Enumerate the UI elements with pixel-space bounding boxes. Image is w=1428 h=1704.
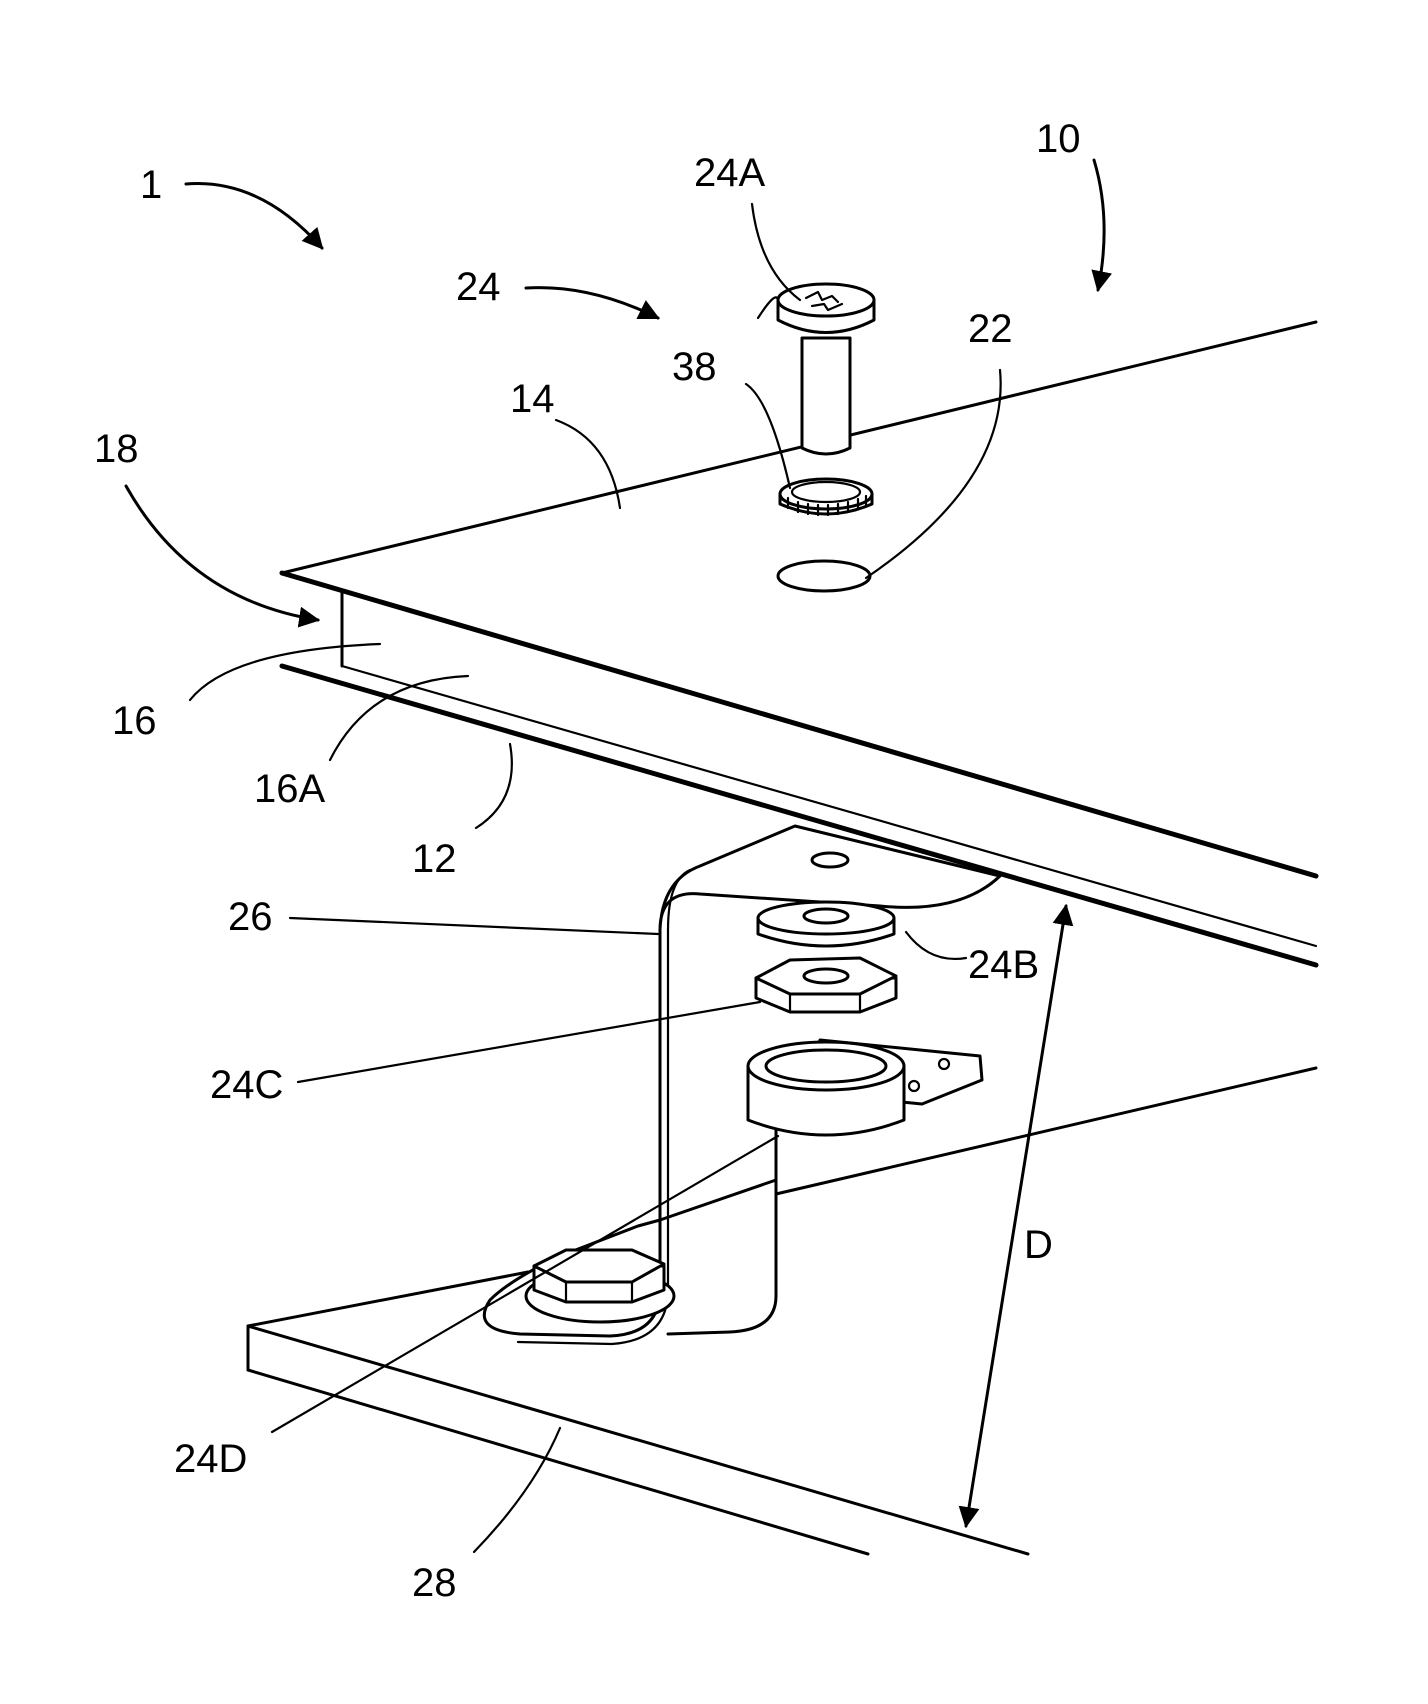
label-16a: 16A	[254, 767, 325, 811]
mounting-hole	[778, 561, 870, 591]
label-24: 24	[456, 265, 501, 309]
base-plate	[248, 1068, 1316, 1554]
clamp-component	[748, 1040, 982, 1135]
label-12: 12	[412, 837, 457, 881]
label-24c: 24C	[210, 1063, 283, 1107]
label-38: 38	[672, 345, 717, 389]
label-16: 16	[112, 699, 157, 743]
label-14: 14	[510, 377, 555, 421]
label-1: 1	[140, 163, 162, 207]
hex-nut	[756, 958, 896, 1012]
label-24a: 24A	[694, 151, 765, 195]
screw	[778, 284, 874, 454]
flat-washer	[758, 902, 894, 946]
lock-washer	[780, 479, 872, 515]
label-28: 28	[412, 1561, 457, 1605]
label-26: 26	[228, 895, 273, 939]
label-22: 22	[968, 307, 1013, 351]
dimension-d	[966, 906, 1066, 1526]
label-10: 10	[1036, 117, 1081, 161]
label-24d: 24D	[174, 1437, 247, 1481]
label-24b: 24B	[968, 943, 1039, 987]
bottom-nut	[526, 1250, 674, 1322]
label-18: 18	[94, 427, 139, 471]
label-d: D	[1024, 1223, 1053, 1267]
